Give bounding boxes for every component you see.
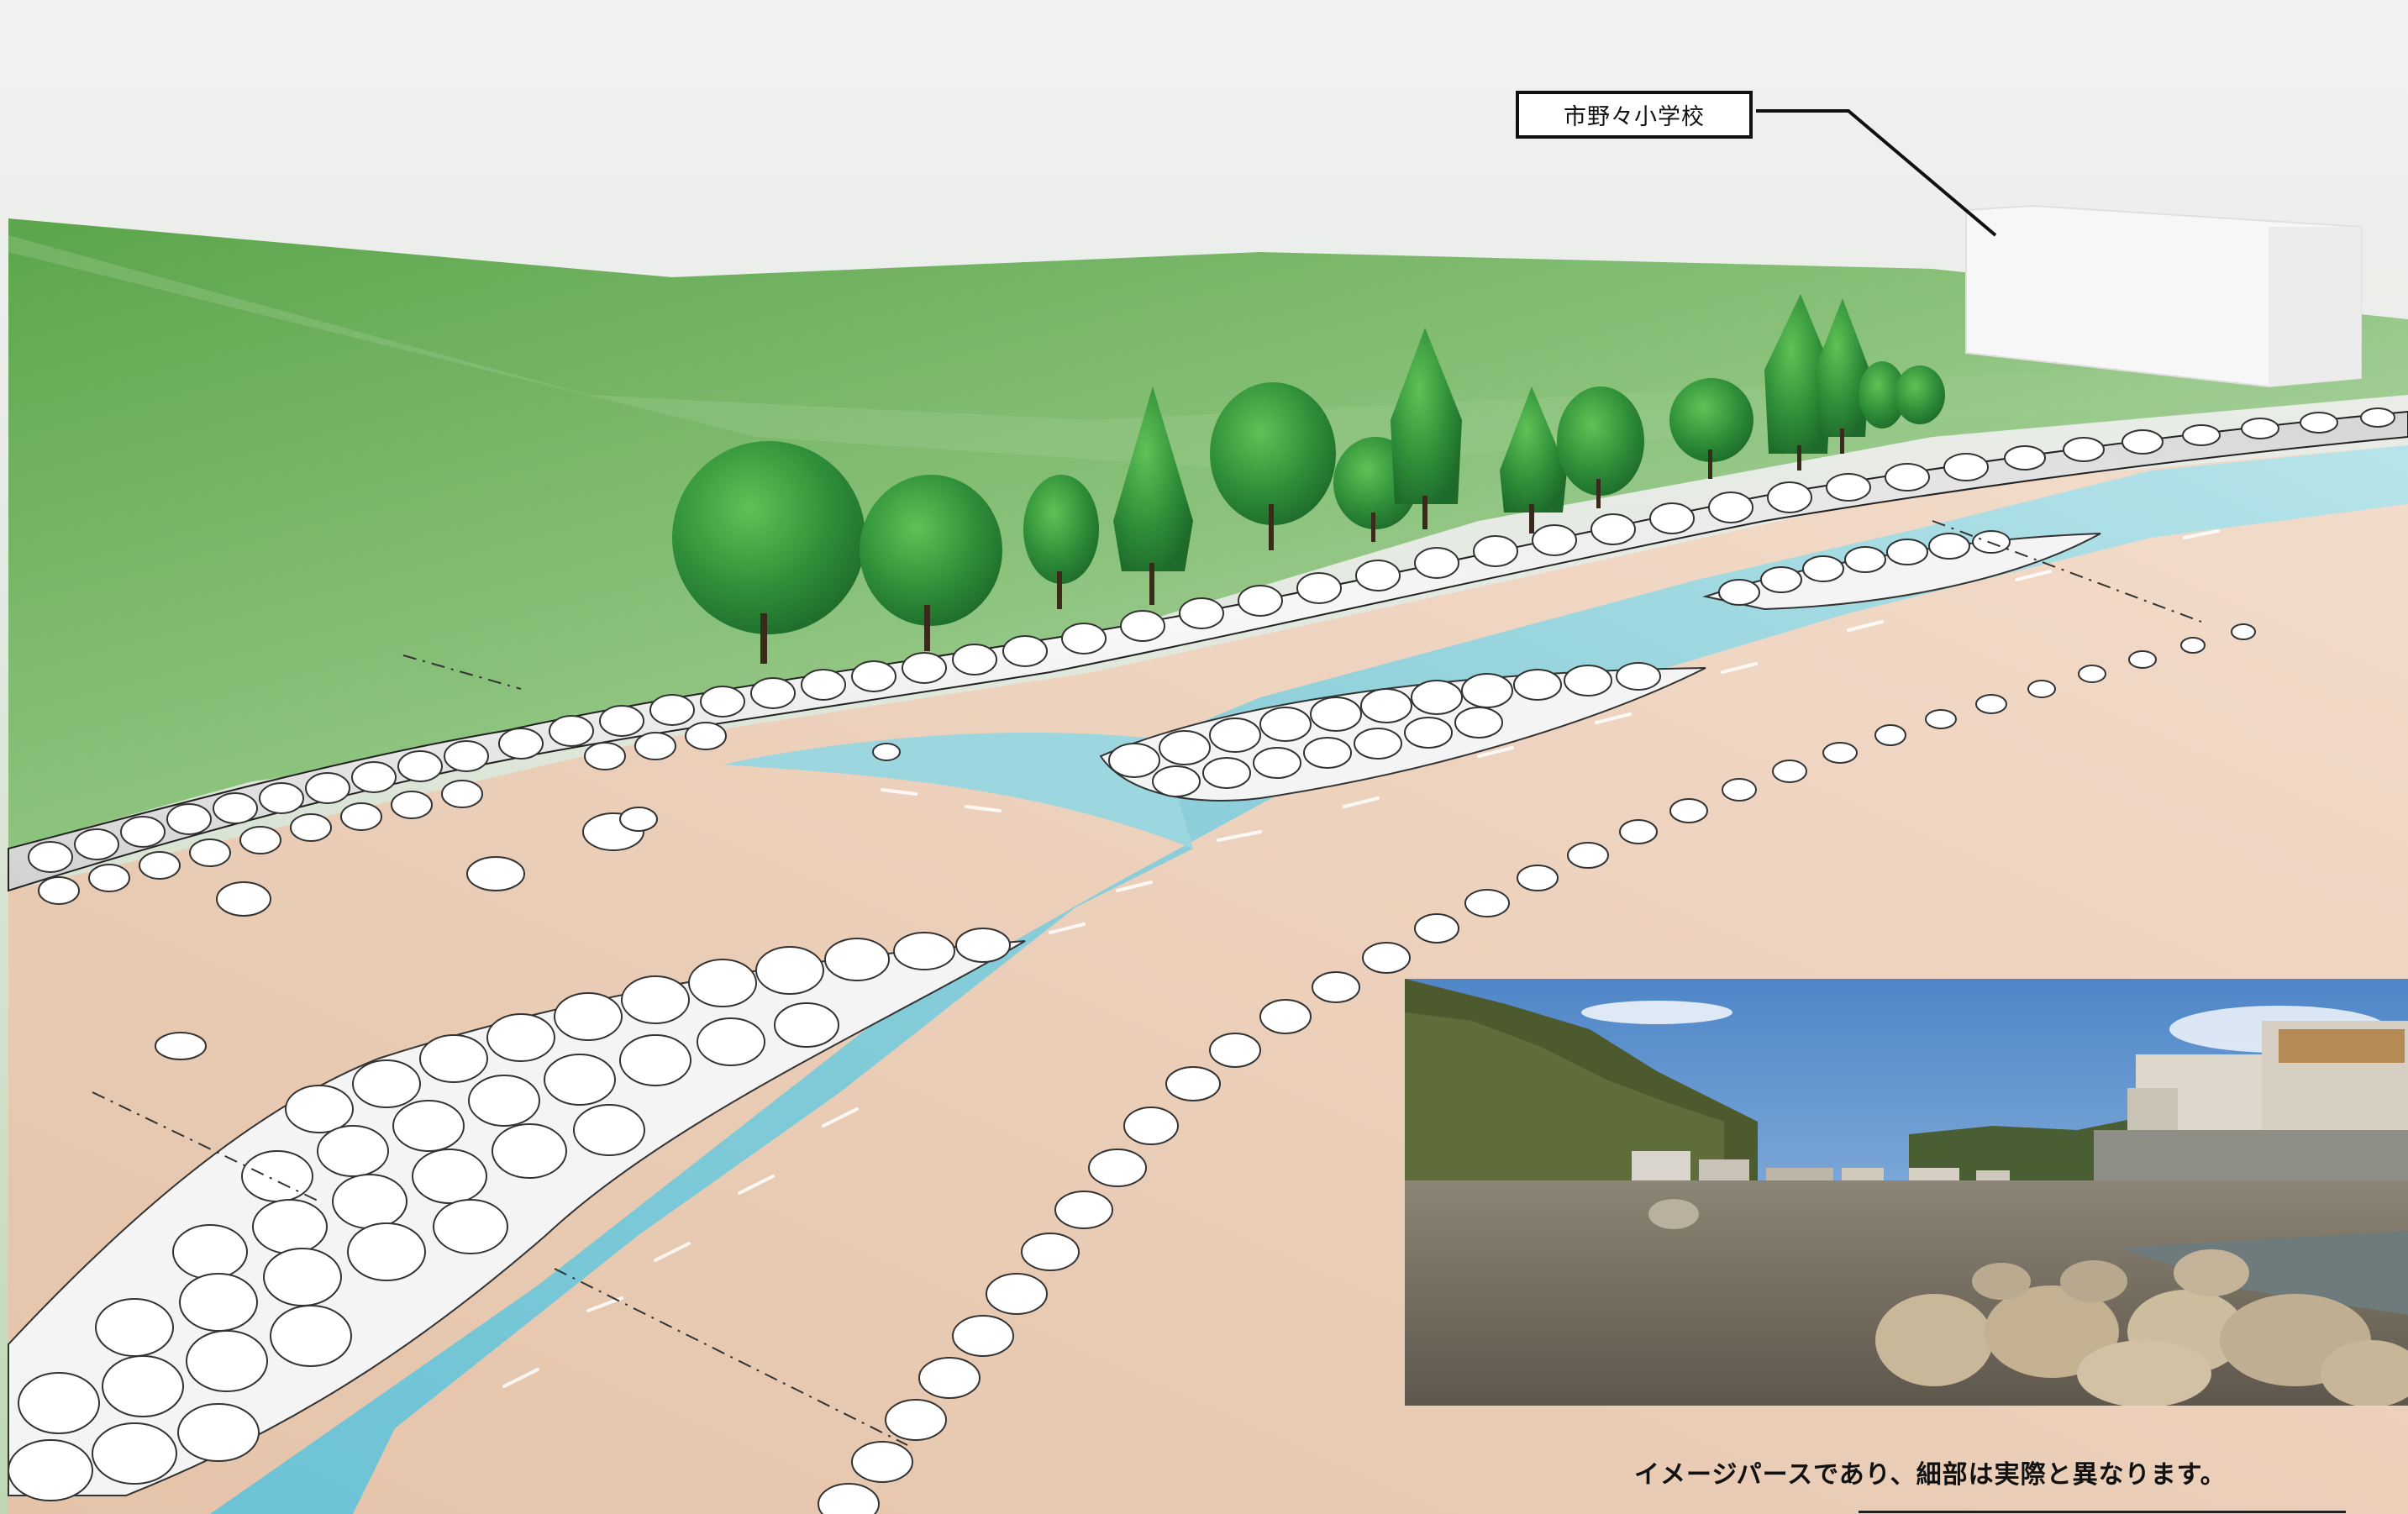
tree (860, 475, 1002, 651)
tree (1669, 378, 1753, 479)
tree (1764, 294, 1832, 470)
tree (672, 441, 865, 664)
stone-groyne-mid (1099, 662, 1706, 802)
revetment-stones (28, 407, 2395, 905)
tree (1815, 298, 1869, 454)
stone-groyne-far (1702, 530, 2101, 611)
current-state-photo (1405, 979, 2408, 1406)
photo-river (2119, 1231, 2408, 1315)
stone-revetment-right (818, 623, 2256, 1514)
school-building (1965, 204, 2362, 388)
tree (1113, 386, 1193, 605)
photo-boulders (1648, 1199, 2408, 1406)
photo-cloud (1581, 1001, 1732, 1024)
survey-lines (92, 520, 2202, 1446)
school-label: 市野々小学校 (1516, 91, 1753, 139)
stone-groyne-lower (8, 928, 1026, 1501)
tree (1859, 361, 1906, 428)
photo-wall (2094, 1130, 2408, 1189)
tree (1023, 475, 1099, 609)
tree (1500, 386, 1567, 534)
boulders (155, 743, 901, 1060)
photo-hill-left-trees (1405, 1012, 1724, 1189)
caption-underline (1859, 1511, 2346, 1513)
label-leader-line (1756, 109, 1997, 237)
water-highlights (502, 529, 2220, 1388)
tree (1391, 328, 1462, 529)
river-side-channel (723, 732, 1193, 849)
tree (1895, 365, 1945, 424)
tree (1210, 382, 1336, 550)
disclaimer-caption: イメージパースであり、細部は実際と異なります。 (1634, 1460, 2227, 1490)
photo-buildings (1632, 1021, 2408, 1189)
tree (1557, 386, 1644, 508)
tree-row (672, 294, 1945, 664)
